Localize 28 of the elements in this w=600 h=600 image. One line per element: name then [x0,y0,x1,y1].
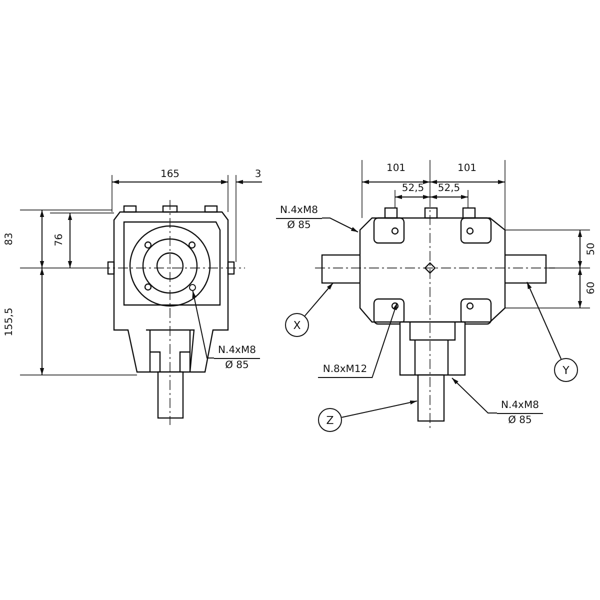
callout-circle: Z [318,408,342,432]
dimension-label: 83 [4,232,16,246]
dimension-label: 50 [586,242,598,256]
dimension-label: 3 [254,169,262,181]
callout-text: N.8xM12 [318,363,372,378]
leader-line [322,218,358,232]
leader-line [192,290,214,358]
callout-text: N.4xM8 [214,344,260,359]
leader-line [341,400,418,418]
dimension-label: 60 [586,282,598,294]
dimension-label: 165 [160,169,180,181]
dimension-label: 101 [386,163,406,175]
callout-text: N.4xM8 [497,399,543,414]
callout-text: Ø 85 [224,359,250,373]
callout-circle: Y [554,358,578,382]
leader-line [304,282,334,316]
leader-line [526,282,562,360]
dimension-label: 101 [457,163,477,175]
callout-text: Ø 85 [507,414,533,428]
callout-circle: X [285,313,309,337]
dimension-label: 155,5 [4,308,16,336]
leader-line [452,378,498,414]
dimension-label: 52,5 [402,183,424,195]
callout-text: Ø 85 [286,219,312,233]
dimension-label: 52,5 [438,183,460,195]
callout-text: N.4xM8 [276,204,322,219]
dimension-label: 76 [54,234,66,246]
leader-line [372,302,398,378]
